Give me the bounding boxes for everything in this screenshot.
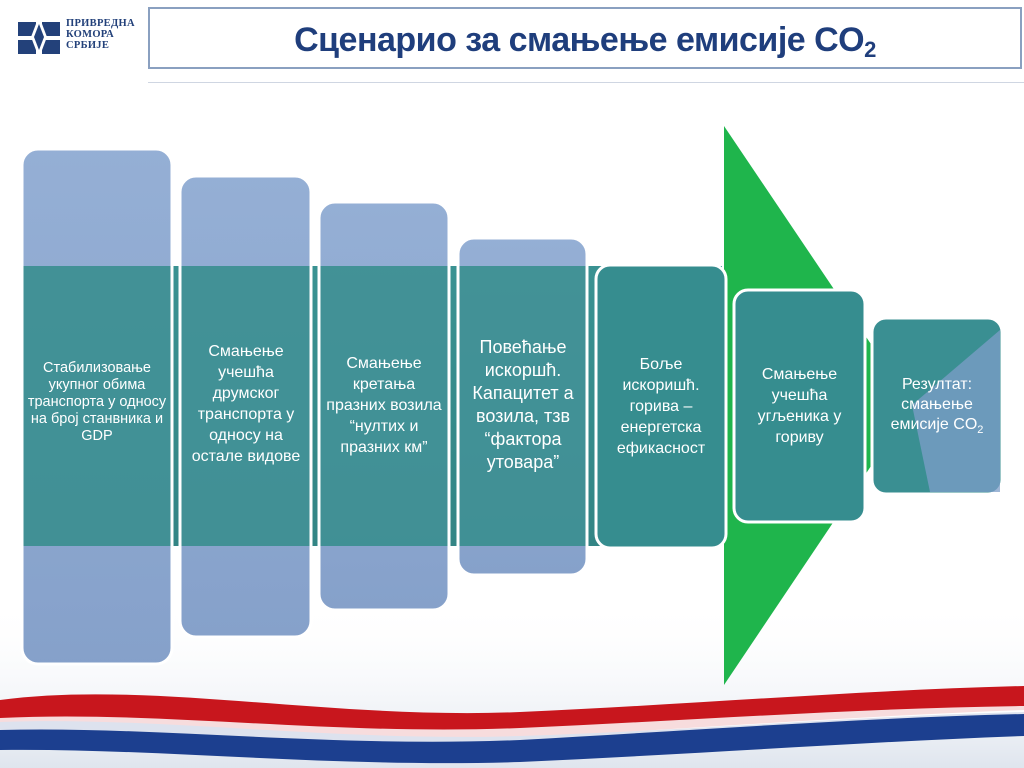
logo-icon — [18, 16, 60, 58]
step-label-1: Стабилизовање укупног обима транспорта у… — [27, 359, 167, 444]
title-box: Сценарио за смањење емисије CO2 — [148, 7, 1022, 69]
title-text: Сценарио за смањење емисије CO — [294, 21, 865, 59]
wave-white — [0, 706, 1024, 742]
result-subscript: 2 — [977, 424, 984, 437]
step-label-7: Резултат: смањење емисије CO2 — [876, 358, 998, 458]
box-band-overlay — [23, 266, 586, 546]
logo-line-3: СРБИЈЕ — [66, 40, 110, 51]
step-box-5 — [594, 263, 728, 550]
page-title: Сценарио за смањење емисије CO2 — [150, 21, 1020, 63]
logo-line-1: ПРИВРЕДНА — [66, 18, 135, 29]
step-label-5: Боље искоришћ. горива – енергетска ефика… — [616, 355, 706, 457]
title-subscript: 2 — [864, 37, 876, 62]
step-box-6 — [732, 288, 867, 524]
step-label-6: Смањење учешћа угљеника у гориву — [757, 366, 842, 446]
step-label-3: Смањење кретања празних возила “нултих и… — [326, 354, 442, 456]
divider — [148, 82, 1024, 83]
result-text: Резултат: смањење емисије CO — [890, 376, 978, 434]
chamber-logo — [14, 14, 150, 64]
step-label-2: Смањење учешћа друмског транспорта у одн… — [191, 343, 301, 465]
logo-text: ПРИВРЕДНА КОМОРА СРБИЈЕ — [66, 18, 135, 51]
logo-line-2: КОМОРА — [66, 29, 115, 40]
step-box-7-overlay — [912, 330, 1000, 492]
step-label-4: Повећање искоршћ. Капацитет а возила, тз… — [472, 337, 574, 472]
